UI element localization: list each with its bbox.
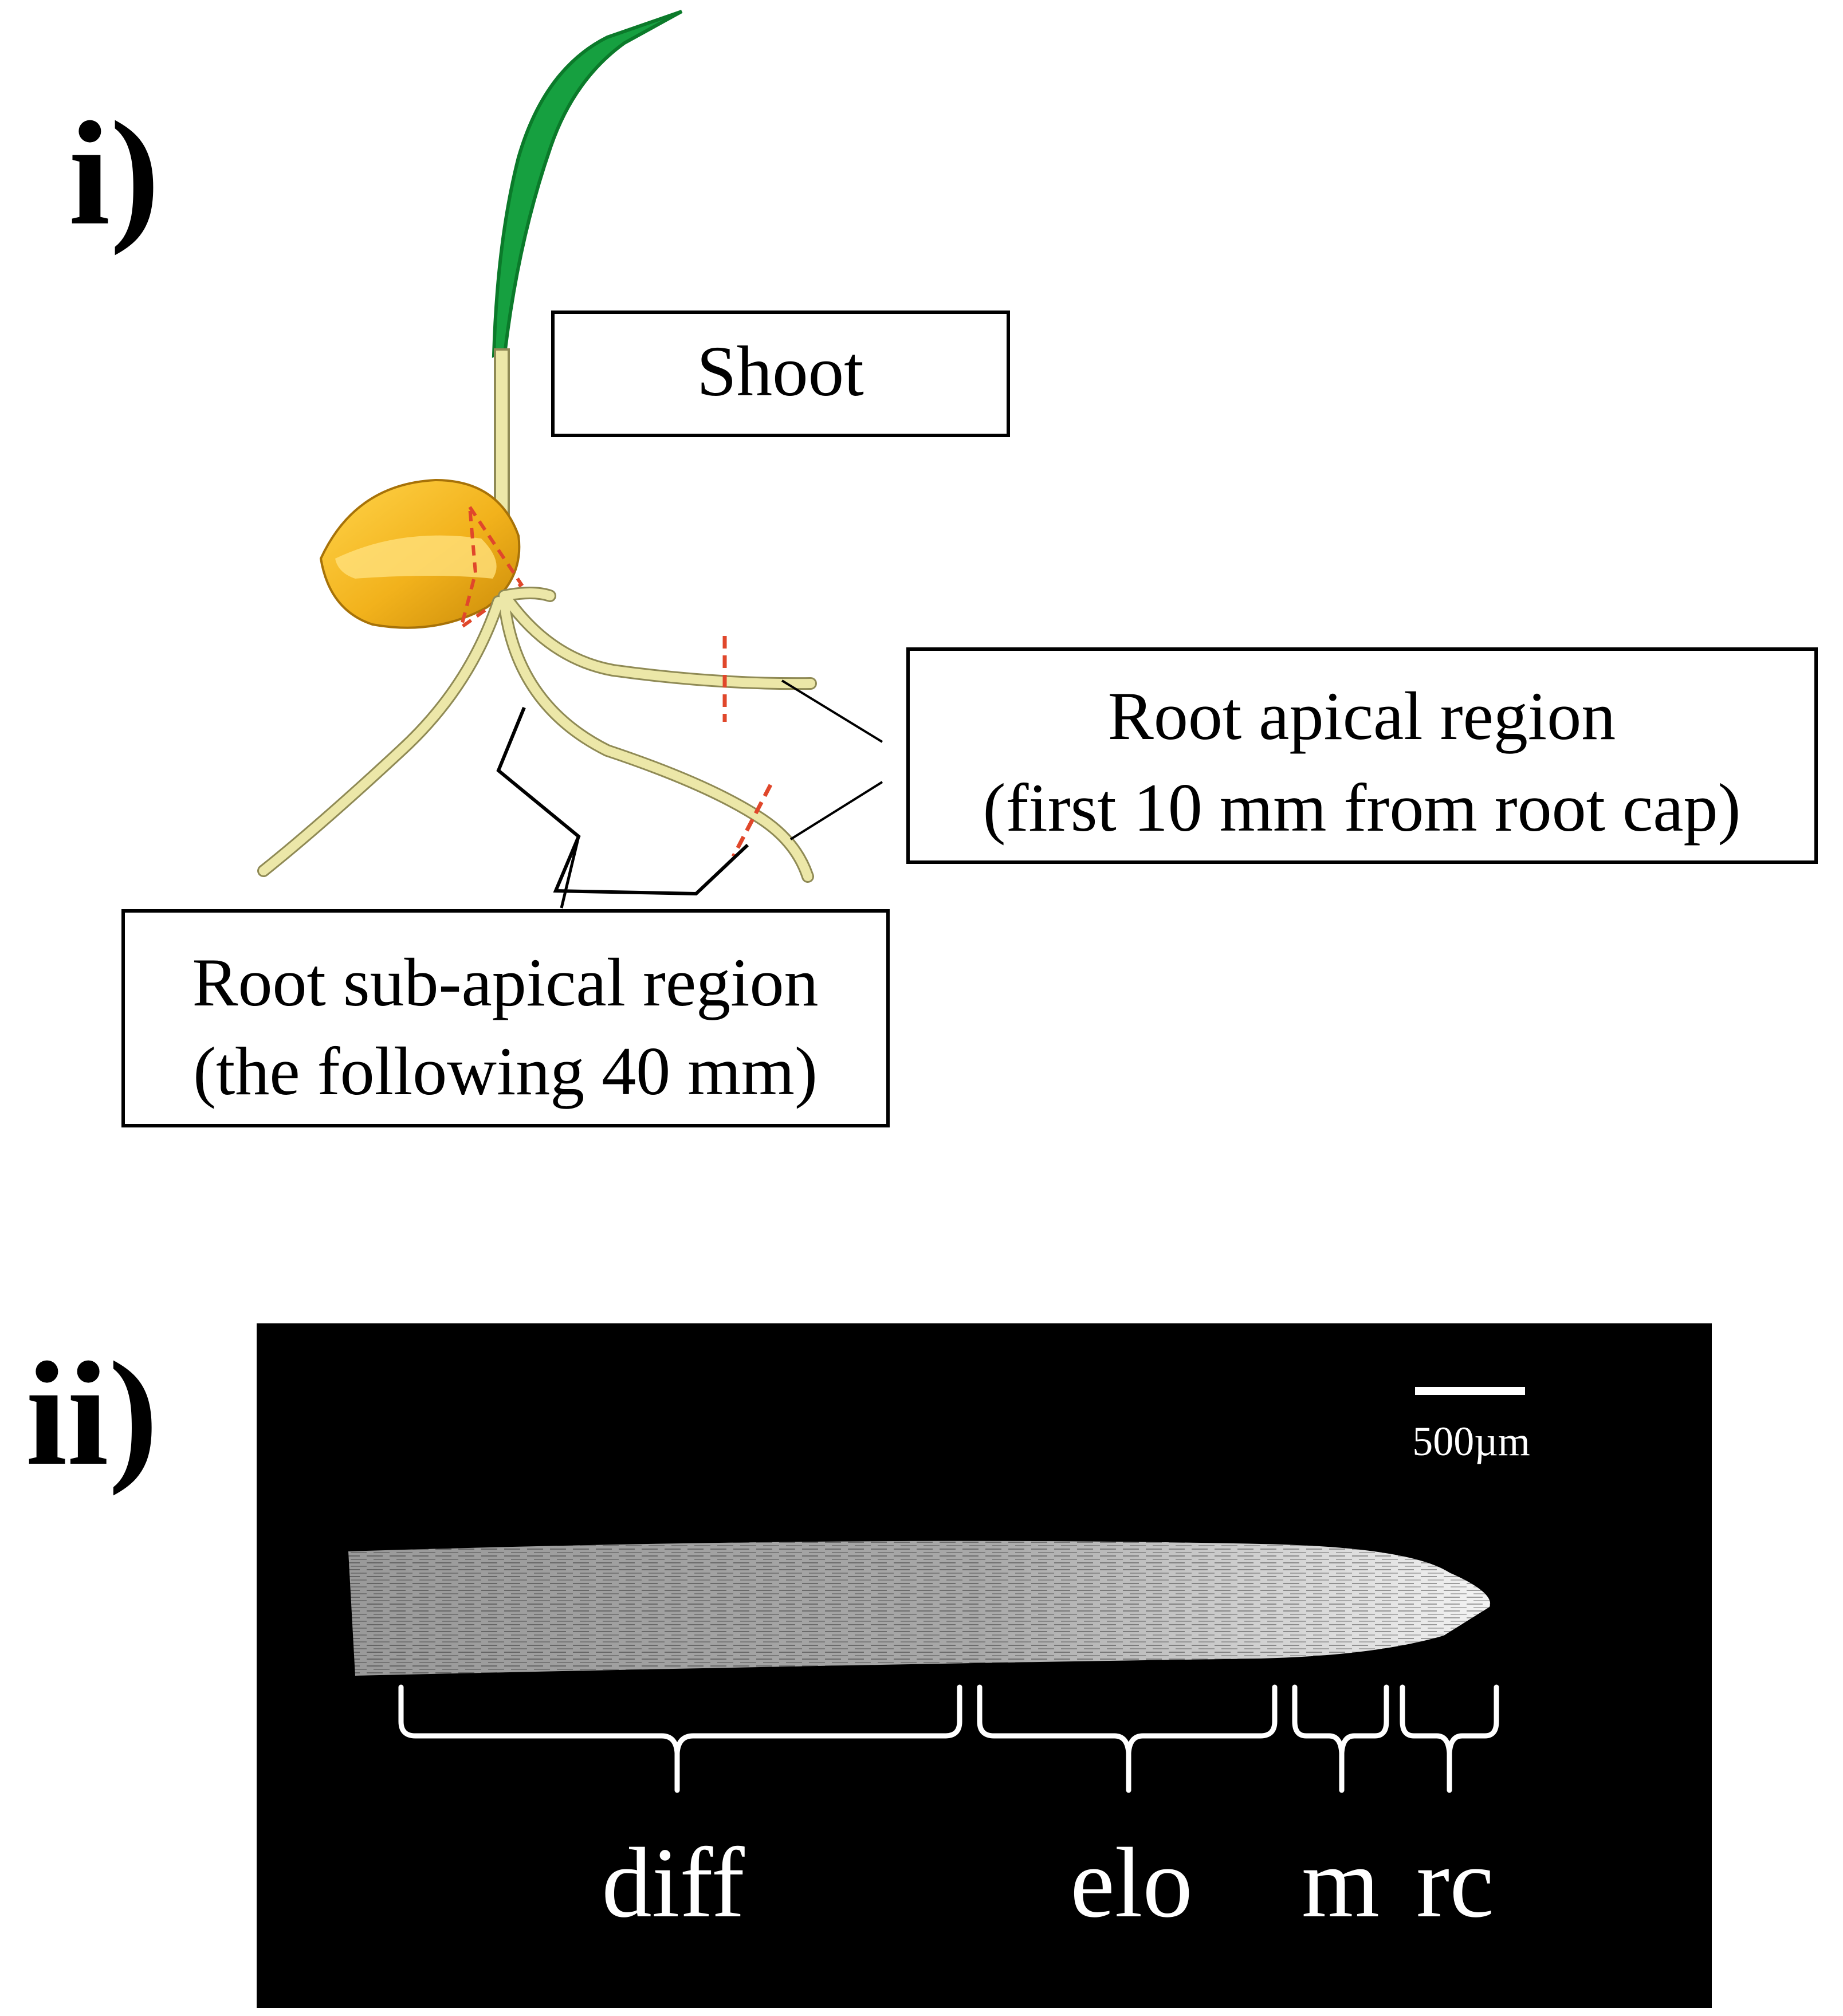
zone-label-m: m — [1302, 1827, 1380, 1938]
panel-i-label: i) — [69, 91, 160, 256]
apical-label-line2: (first 10 mm from root cap) — [983, 769, 1741, 846]
apical-leader-1 — [781, 679, 883, 743]
subapical-label-line2: (the following 40 mm) — [193, 1033, 818, 1109]
subapical-label-line1: Root sub-apical region — [192, 944, 818, 1020]
apical-label-line1: Root apical region — [1108, 678, 1616, 754]
apical-leader-2 — [789, 781, 883, 840]
shoot-label: Shoot — [697, 332, 864, 411]
shoot-label-box: Shoot — [551, 311, 1010, 437]
bracket-diff — [398, 1684, 962, 1793]
panel-ii: ii) 500µm diff elo m rc — [26, 1323, 1712, 2008]
bracket-m — [1292, 1684, 1389, 1793]
bracket-rc — [1400, 1684, 1499, 1793]
bracket-elo — [977, 1684, 1278, 1793]
panel-ii-label: ii) — [26, 1331, 158, 1496]
apical-cut-marker-2 — [731, 784, 773, 858]
subapical-bracket — [496, 706, 749, 896]
panel-i: i) — [69, 10, 1818, 1127]
apical-label-box: Root apical region (first 10 mm from roo… — [906, 647, 1818, 864]
seed — [319, 478, 521, 629]
subapical-leader — [560, 836, 580, 909]
zone-label-elo: elo — [1070, 1827, 1193, 1938]
zone-brackets — [398, 1684, 1499, 1793]
zone-label-rc: rc — [1416, 1827, 1494, 1938]
root-micrograph-image — [348, 1541, 1491, 1676]
roots — [257, 587, 817, 883]
leaf-blade — [492, 10, 683, 358]
zone-label-diff: diff — [602, 1827, 745, 1938]
subapical-label-box: Root sub-apical region (the following 40… — [121, 909, 890, 1127]
junction-cut-marker — [458, 506, 524, 632]
scale-bar-label: 500µm — [1412, 1418, 1530, 1464]
